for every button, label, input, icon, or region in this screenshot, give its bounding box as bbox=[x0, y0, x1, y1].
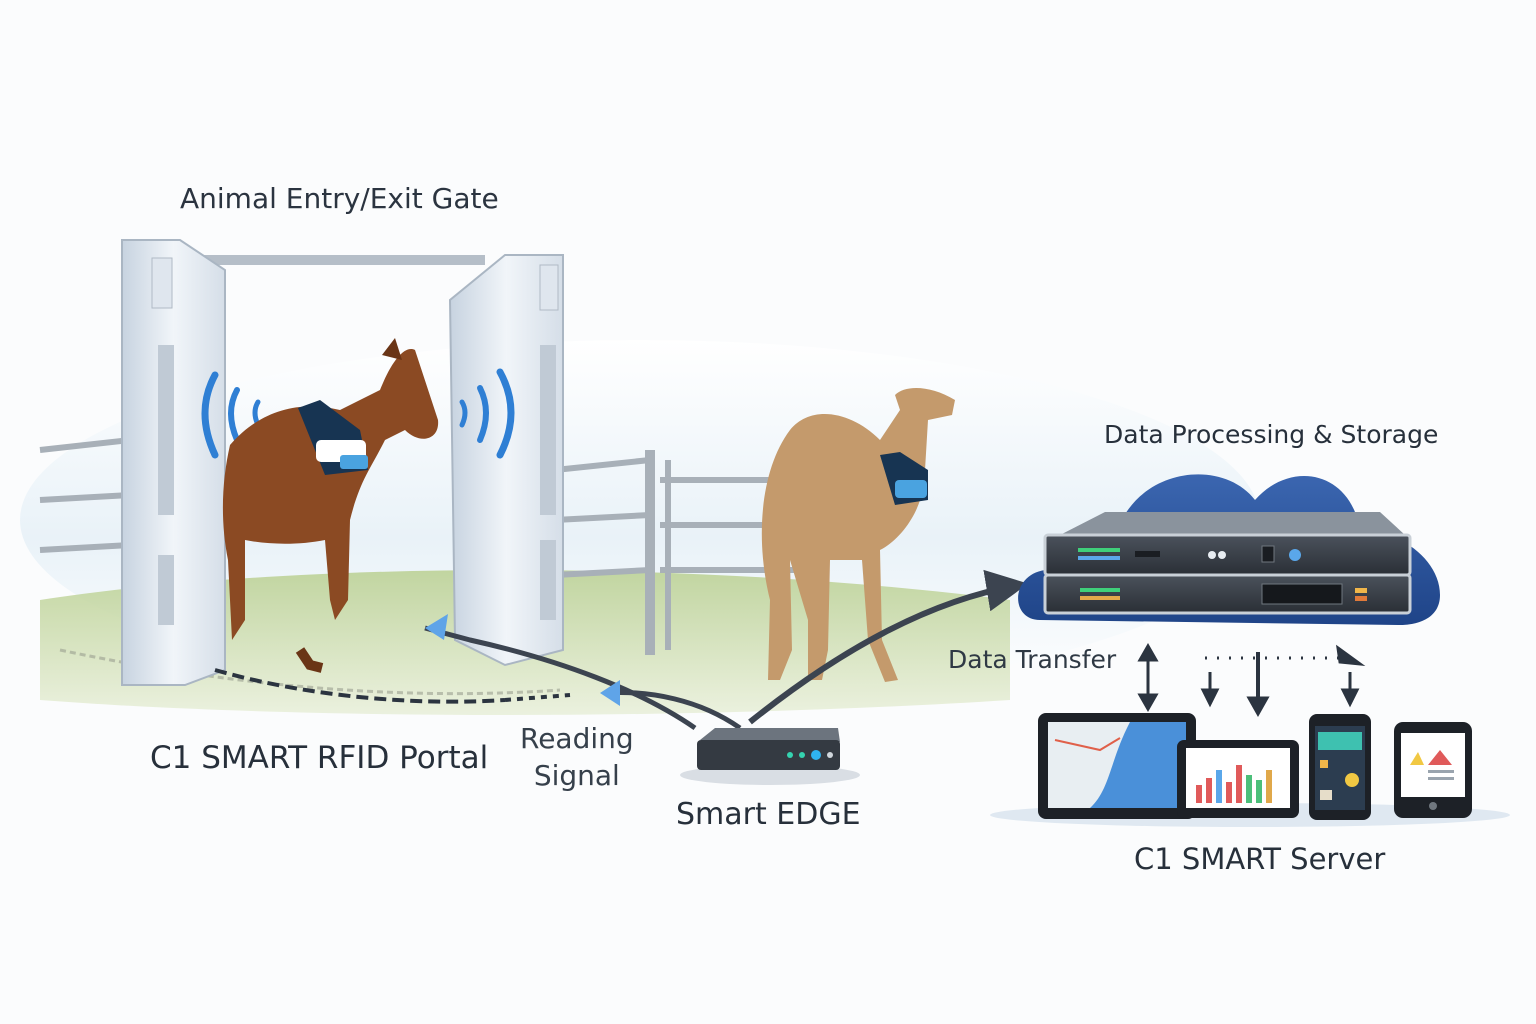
server-rack-icon bbox=[1043, 512, 1412, 615]
reading-signal-label: Reading Signal bbox=[520, 720, 634, 794]
gate-title: Animal Entry/Exit Gate bbox=[180, 182, 499, 215]
phone-icon bbox=[1309, 714, 1371, 820]
rfid-portal-gate bbox=[121, 239, 564, 686]
edge-arrow-head bbox=[600, 680, 620, 706]
rfid-wave-icon bbox=[201, 368, 515, 459]
reading-signal-line2: Signal bbox=[533, 759, 620, 792]
phone-report-icon bbox=[1394, 722, 1472, 818]
edge-label: Smart EDGE bbox=[676, 797, 861, 832]
smart-edge-device bbox=[680, 728, 860, 785]
transfer-arrows bbox=[1137, 642, 1366, 718]
client-devices bbox=[990, 713, 1510, 827]
edge-to-server-arrow bbox=[748, 569, 1029, 725]
signal-to-gate-arrow bbox=[424, 625, 697, 731]
server-label: C1 SMART Server bbox=[1134, 842, 1386, 876]
edge-return-arrow bbox=[604, 690, 742, 731]
horse-icon bbox=[222, 338, 439, 673]
tablet-icon bbox=[1038, 713, 1196, 819]
transfer-label: Data Transfer bbox=[948, 645, 1117, 674]
camel-icon bbox=[761, 388, 955, 682]
reading-signal-line bbox=[214, 668, 506, 704]
signal-arrow-head bbox=[425, 614, 448, 640]
reading-signal-line1: Reading bbox=[520, 722, 634, 755]
portal-label: C1 SMART RFID Portal bbox=[150, 740, 489, 776]
tablet-chart-icon bbox=[1177, 740, 1299, 818]
processing-label: Data Processing & Storage bbox=[1104, 420, 1439, 449]
